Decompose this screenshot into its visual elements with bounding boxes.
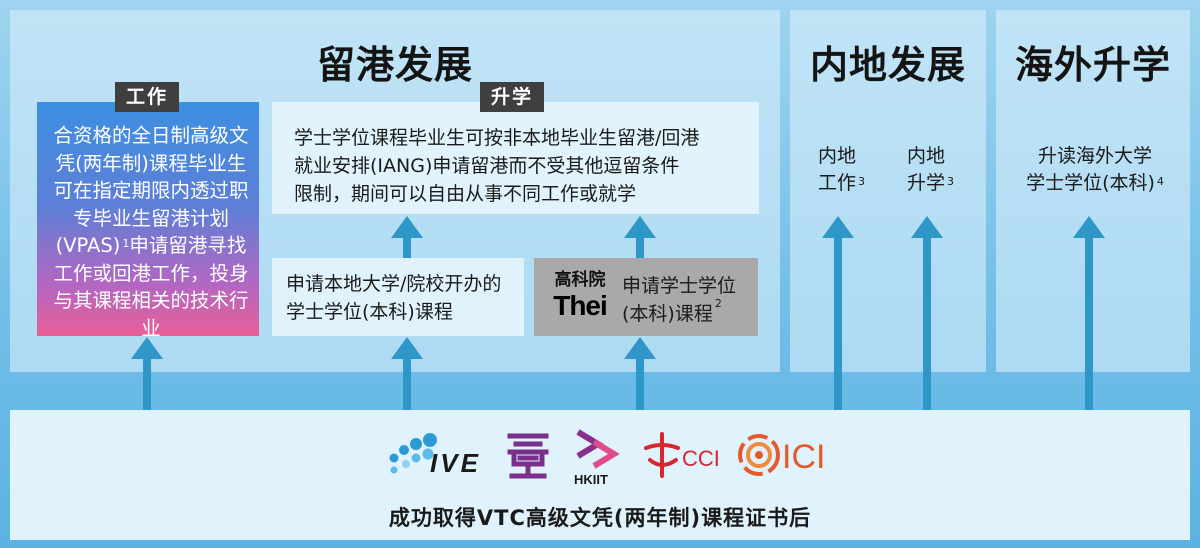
- work-footnote: 1: [122, 237, 130, 250]
- seal-logo-icon: [507, 433, 549, 479]
- ici-logo-icon: [738, 434, 780, 476]
- mainland-study-line-2: 升学: [907, 172, 946, 194]
- work-box: 合资格的全日制高级文凭(两年制)课程毕业生可在指定期限内透过职专毕业生留港计划(…: [37, 102, 259, 340]
- thei-line-1: 申请学士学位: [622, 275, 737, 297]
- overseas-line-2: 学士学位(本科): [1026, 172, 1155, 194]
- arrow-to-mainland-study: [911, 216, 943, 410]
- thei-logo-cn: 高科院: [554, 270, 606, 290]
- arrow-to-work: [131, 337, 163, 410]
- ive-logo: IVE: [386, 432, 486, 482]
- arrow-to-local-university: [391, 337, 423, 410]
- hk-development-title: 留港发展: [316, 43, 473, 87]
- overseas-study-title: 海外升学: [1014, 43, 1171, 87]
- local-line-2: 学士学位(本科)课程: [286, 301, 453, 323]
- arrow-to-thei: [624, 337, 656, 410]
- study-tag: 升学: [480, 82, 544, 112]
- mainland-work-line-1: 内地: [818, 145, 857, 167]
- iang-line-2: 就业安排(IANG)申请留港而不受其他逗留条件: [294, 155, 680, 177]
- seal-logo: [506, 430, 550, 480]
- mainland-study-line-1: 内地: [907, 145, 946, 167]
- vtc-graduation-bar: IVE HKIIT CCI ICI 成功取得VTC高级文凭(两年制)课程证书后: [10, 410, 1190, 540]
- thei-logo: 高科院 Thei: [548, 270, 612, 322]
- overseas-study-panel: 海外升学: [996, 10, 1190, 372]
- ici-logo-text: ICI: [782, 438, 826, 476]
- cci-logo-text: CCI: [682, 446, 720, 471]
- local-line-1: 申请本地大学/院校开办的: [286, 273, 502, 295]
- mainland-study-footnote: 3: [947, 175, 955, 188]
- iang-box: 学士学位课程毕业生可按非本地毕业生留港/回港 就业安排(IANG)申请留港而不受…: [272, 102, 759, 214]
- ici-logo: ICI: [736, 432, 832, 482]
- cci-logo: CCI: [640, 430, 724, 482]
- arrow-to-mainland-work: [822, 216, 854, 410]
- thei-logo-en: Thei: [553, 290, 608, 321]
- graduation-label: 成功取得VTC高级文凭(两年制)课程证书后: [388, 506, 812, 530]
- hkiit-logo-icon: [576, 429, 620, 469]
- ive-logo-text: IVE: [430, 448, 481, 478]
- cci-logo-icon: [644, 432, 680, 478]
- thei-line-2: (本科)课程: [622, 303, 713, 325]
- overseas-line-1: 升读海外大学: [1037, 145, 1152, 167]
- iang-line-1: 学士学位课程毕业生可按非本地毕业生留港/回港: [294, 127, 700, 149]
- iang-line-3: 限制，期间可以自由从事不同工作或就学: [294, 183, 637, 205]
- overseas-line-2-wrap: 学士学位(本科)4: [1010, 170, 1180, 197]
- work-tag: 工作: [115, 82, 179, 112]
- thei-footnote: 2: [714, 297, 722, 310]
- ive-dots-icon: [389, 433, 437, 474]
- arrow-to-overseas-study: [1073, 216, 1105, 410]
- mainland-work-footnote: 3: [858, 175, 866, 188]
- local-university-box: 申请本地大学/院校开办的 学士学位(本科)课程: [272, 258, 524, 336]
- mainland-work-line-2: 工作: [818, 172, 857, 194]
- mainland-development-panel: 内地发展: [790, 10, 986, 372]
- mainland-development-title: 内地发展: [809, 43, 966, 87]
- hkiit-logo: HKIIT: [568, 428, 624, 490]
- hkiit-logo-text: HKIIT: [574, 472, 608, 487]
- arrow-thei-to-iang: [624, 216, 656, 258]
- overseas-footnote: 4: [1156, 175, 1164, 188]
- work-text-continued: 申请留港寻找工作或回港工作，投身与其课程相关的技术行业: [53, 234, 249, 340]
- work-text: 合资格的全日制高级文凭(两年制)课程毕业生可在指定期限内透过职专毕业生留港计划(…: [53, 124, 249, 257]
- overseas-study-label: 升读海外大学 学士学位(本科)4: [1010, 143, 1180, 197]
- arrow-local-to-iang: [391, 216, 423, 258]
